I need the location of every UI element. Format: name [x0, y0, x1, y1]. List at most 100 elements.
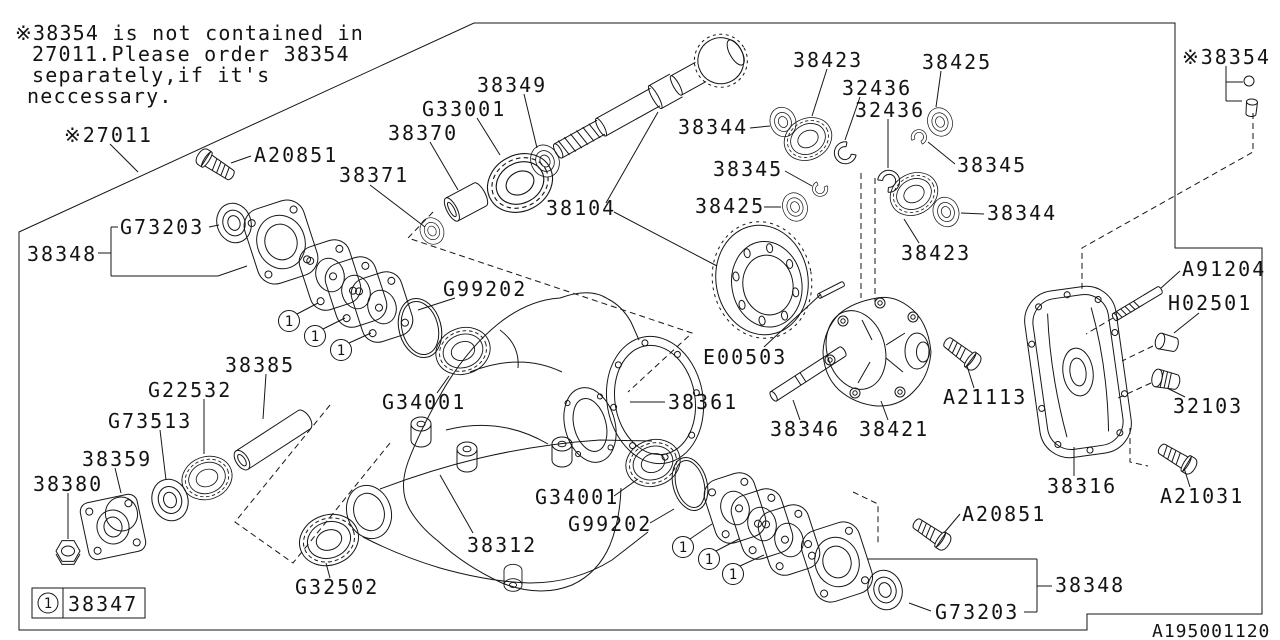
- label-38421: 38421: [859, 417, 929, 441]
- label-38423-bottom: 38423: [901, 241, 971, 265]
- callout-1: 1: [285, 314, 293, 330]
- flange-38359-drawing: [79, 493, 147, 561]
- bolt-a20851-top-drawing: [193, 146, 239, 185]
- oring-g99202-bottom-drawing: [671, 457, 709, 511]
- note-line-3: separately,if it's: [32, 63, 270, 87]
- label-38361: 38361: [668, 390, 738, 414]
- label-g99202-bottom: G99202: [568, 512, 652, 536]
- label-a21031: A21031: [1160, 484, 1244, 508]
- label-38346: 38346: [770, 417, 840, 441]
- legend-part-number: 38347: [68, 592, 138, 616]
- legend-box: 1 38347: [31, 587, 146, 619]
- cup-38425-left-drawing: [778, 188, 812, 226]
- drawing-code: A195001120: [1152, 621, 1270, 640]
- label-38371: 38371: [339, 163, 409, 187]
- label-38104: 38104: [546, 196, 616, 220]
- part-labels: ※27011 ※38354 A20851 G73203 38348 38371 …: [27, 45, 1271, 624]
- washer-38344-left-drawing: [765, 103, 801, 141]
- leader-lines: [67, 66, 1243, 613]
- label-g22532: G22532: [148, 378, 232, 402]
- label-38354: ※38354: [1182, 45, 1271, 69]
- label-38344-right: 38344: [987, 201, 1057, 225]
- plug-h02501-drawing: [1154, 332, 1179, 352]
- label-g33001: G33001: [422, 97, 506, 121]
- seal-g73203-bottom-drawing: [862, 565, 908, 615]
- label-38349: 38349: [477, 73, 547, 97]
- label-38312: 38312: [467, 533, 537, 557]
- label-38359: 38359: [82, 447, 152, 471]
- callout-group: 1 1 1 1 1 1: [278, 310, 744, 585]
- carrier-housing-drawing: [403, 292, 705, 592]
- retainer-left-drawing: [243, 199, 319, 285]
- label-38348-right: 38348: [1055, 573, 1125, 597]
- shim-lower-3-drawing: [753, 500, 825, 580]
- oring-g99202-top-drawing: [397, 298, 443, 358]
- pinion-shaft-drawing: [552, 33, 748, 159]
- label-38345-left: 38345: [713, 157, 783, 181]
- washer-38344-right-drawing: [928, 193, 964, 231]
- label-a20851-bottom: A20851: [962, 502, 1046, 526]
- retainer-right-drawing: [800, 521, 874, 603]
- snapring-32436-b-drawing: [875, 165, 905, 196]
- label-32103: 32103: [1173, 394, 1243, 418]
- label-g73203-top: G73203: [120, 215, 204, 239]
- callout-1: 1: [337, 343, 345, 359]
- label-g73513: G73513: [108, 409, 192, 433]
- note-line-1: ※38354 is not contained in: [15, 21, 364, 45]
- bearing-38423-bottom-drawing: [882, 163, 946, 225]
- spacer-38370-drawing: [443, 182, 489, 222]
- bolt-a20851-bottom-drawing: [908, 514, 954, 553]
- bolt-a21031-drawing: [1154, 439, 1200, 477]
- bearing-g22532-drawing: [175, 448, 239, 508]
- label-38425-right: 38425: [922, 50, 992, 74]
- seal-g73203-top-drawing: [211, 198, 257, 248]
- tube-38385-drawing: [233, 409, 313, 471]
- label-e00503: E00503: [703, 345, 787, 369]
- lower-case-drawing: [345, 436, 653, 592]
- label-g99202-top: G99202: [443, 277, 527, 301]
- shim-lower-2-drawing: [726, 484, 798, 564]
- label-38316: 38316: [1047, 474, 1117, 498]
- callout-1: 1: [729, 567, 737, 583]
- snapring-38345-right-drawing: [909, 127, 930, 146]
- diagram-border: [18, 22, 1263, 631]
- label-g73203-bottom: G73203: [935, 600, 1019, 624]
- bolt-a21113-drawing: [939, 333, 985, 374]
- label-a21113: A21113: [943, 385, 1027, 409]
- label-a20851-top: A20851: [254, 143, 338, 167]
- rear-cover-drawing: [1024, 285, 1132, 459]
- label-g34001-bottom: G34001: [535, 485, 619, 509]
- snapring-32436-a-drawing: [829, 138, 859, 169]
- ball-38354-drawing: [1243, 75, 1255, 87]
- bearing-g34001-top-drawing: [428, 319, 498, 383]
- plug-32103-drawing: [1151, 368, 1181, 390]
- label-38425-left: 38425: [695, 194, 765, 218]
- callout-1: 1: [311, 329, 319, 345]
- diff-case-drawing: [822, 296, 932, 407]
- cup-38425-right-drawing: [923, 103, 957, 141]
- legend-symbol: 1: [44, 596, 52, 612]
- label-h02501: H02501: [1168, 291, 1252, 315]
- ring-gear-drawing: [711, 221, 813, 339]
- label-38385: 38385: [225, 353, 295, 377]
- label-g32502: G32502: [295, 575, 379, 599]
- ring-38371-drawing: [415, 213, 449, 249]
- note-line-2: 27011.Please order 38354: [32, 42, 350, 66]
- note-block: ※38354 is not contained in 27011.Please …: [15, 21, 364, 108]
- label-38345-right: 38345: [957, 153, 1027, 177]
- nut-38380-drawing: [55, 540, 81, 565]
- seal-g73513-drawing: [146, 473, 194, 527]
- label-32436-b: 32436: [855, 98, 925, 122]
- pin-e00503-drawing: [817, 281, 845, 299]
- plug-38354-drawing: [1245, 98, 1258, 117]
- label-a91204: A91204: [1182, 257, 1266, 281]
- stud-a91204-drawing: [1111, 286, 1163, 322]
- label-27011: ※27011: [64, 123, 153, 147]
- dashed-guides: [234, 113, 1254, 564]
- label-32436-a: 32436: [842, 76, 912, 100]
- label-38423-top: 38423: [793, 48, 863, 72]
- callout-1: 1: [705, 552, 713, 568]
- label-38370: 38370: [388, 121, 458, 145]
